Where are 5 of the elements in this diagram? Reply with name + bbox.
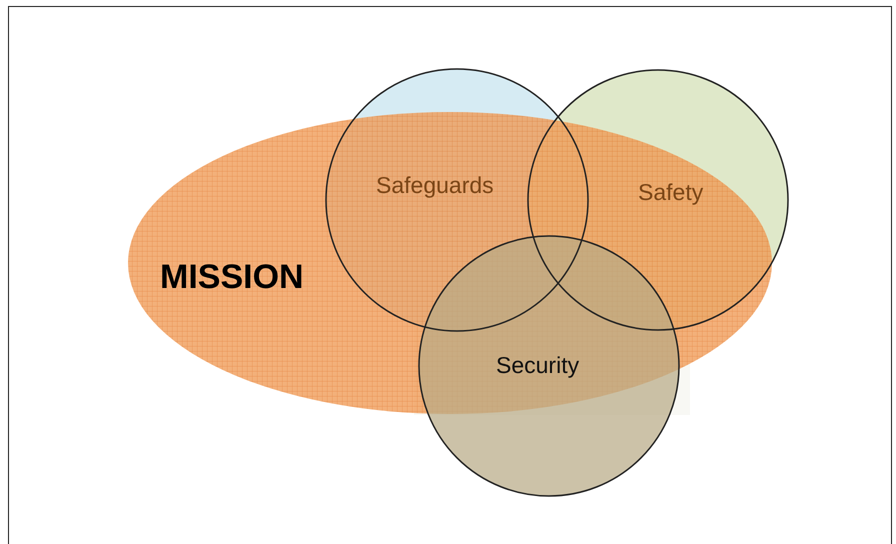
circle-label: MISSION (160, 258, 304, 297)
venn-circle (418, 235, 680, 497)
circle-label: Security (496, 352, 580, 379)
circle-label: Safety (638, 179, 704, 206)
circle-label: Safeguards (376, 172, 494, 199)
